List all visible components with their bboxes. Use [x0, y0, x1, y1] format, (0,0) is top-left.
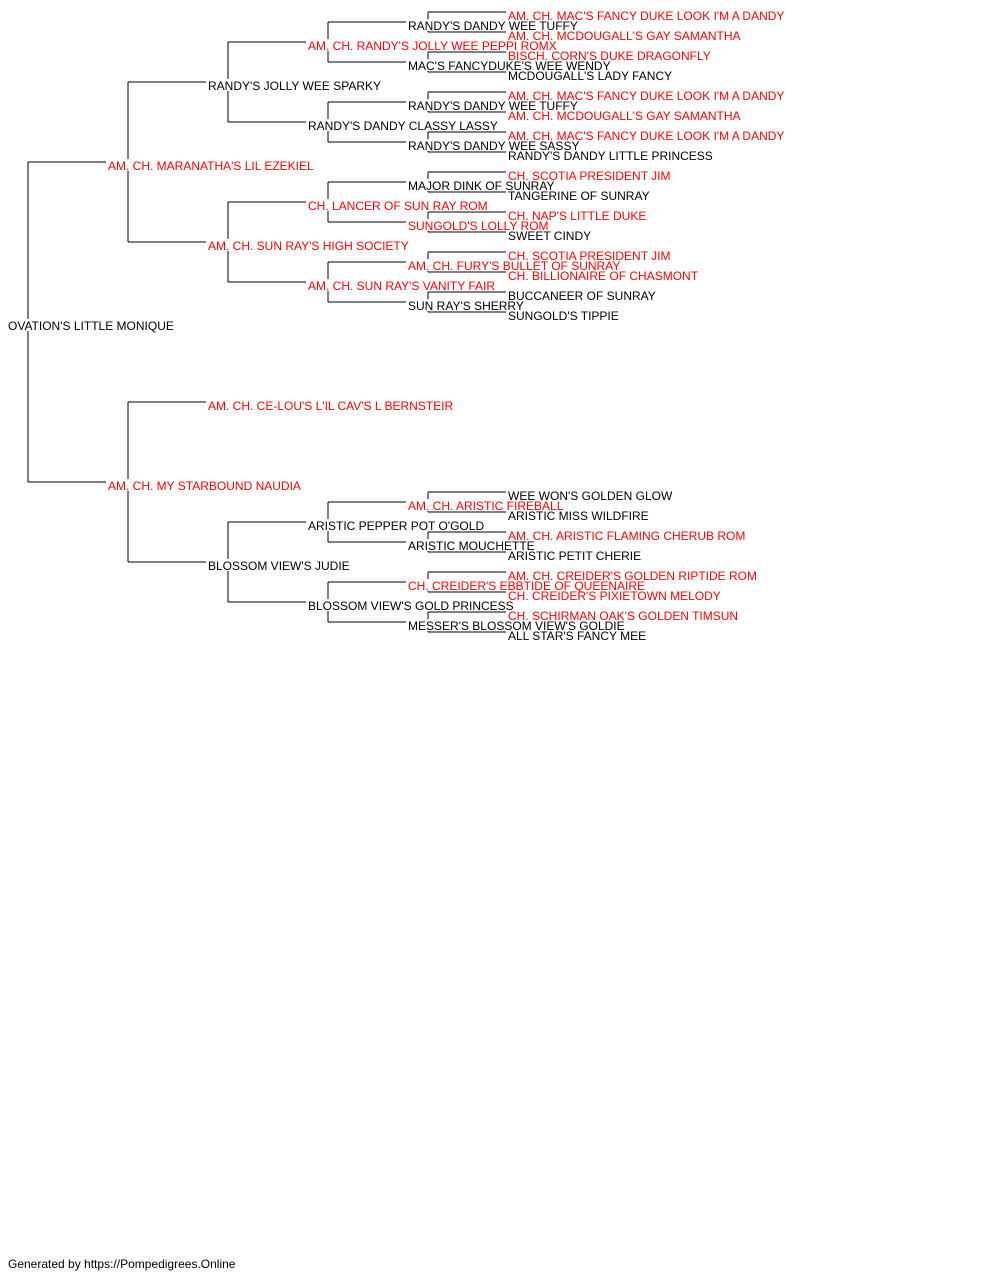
ancestor-name: SUN RAY'S SHERRY — [408, 299, 524, 313]
ancestor-name: RANDY'S DANDY WEE TUFFY — [408, 19, 578, 33]
ancestor-name: AM. CH. MARANATHA'S LIL EZEKIEL — [108, 159, 314, 173]
ancestor-name: CH. SCHIRMAN OAK'S GOLDEN TIMSUN — [508, 609, 738, 623]
ancestor-name: AM. CH. MCDOUGALL'S GAY SAMANTHA — [508, 109, 741, 123]
ancestor-name: MCDOUGALL'S LADY FANCY — [508, 69, 672, 83]
ancestor-name: SUNGOLD'S TIPPIE — [508, 309, 619, 323]
ancestor-name: RANDY'S JOLLY WEE SPARKY — [208, 79, 381, 93]
ancestor-name: WEE WON'S GOLDEN GLOW — [508, 489, 673, 503]
ancestor-name: SUNGOLD'S LOLLY ROM — [408, 219, 549, 233]
ancestor-name: ARISTIC MISS WILDFIRE — [508, 509, 649, 523]
ancestor-name: RANDY'S DANDY CLASSY LASSY — [308, 119, 498, 133]
ancestor-name: ARISTIC MOUCHETTE — [408, 539, 535, 553]
ancestor-name: AM. CH. ARISTIC FLAMING CHERUB ROM — [508, 529, 745, 543]
ancestor-name: AM. CH. SUN RAY'S VANITY FAIR — [308, 279, 495, 293]
connector-lines — [27, 11, 506, 633]
ancestor-name: AM. CH. CREIDER'S GOLDEN RIPTIDE ROM — [508, 569, 757, 583]
ancestor-name: CH. BILLIONAIRE OF CHASMONT — [508, 269, 699, 283]
pedigree-names: OVATION'S LITTLE MONIQUE AM. CH. MARANATH… — [8, 9, 784, 643]
ancestor-name: AM. CH. RANDY'S JOLLY WEE PEPPI ROMX — [308, 39, 557, 53]
ancestor-name: AM. CH. CE-LOU'S L'IL CAV'S L BERNSTEIR — [208, 399, 453, 413]
ancestor-name: CH. SCOTIA PRESIDENT JIM — [508, 249, 670, 263]
ancestor-name: MAC'S FANCYDUKE'S WEE WENDY — [408, 59, 611, 73]
ancestor-name: BLOSSOM VIEW'S GOLD PRINCESS — [308, 599, 514, 613]
ancestor-name: CH. LANCER OF SUN RAY ROM — [308, 199, 488, 213]
ancestor-name: AM. CH. MAC'S FANCY DUKE LOOK I'M A DAND… — [508, 89, 784, 103]
ancestor-name: BUCCANEER OF SUNRAY — [508, 289, 656, 303]
ancestor-name: BLOSSOM VIEW'S JUDIE — [208, 559, 350, 573]
ancestor-name: ARISTIC PETIT CHERIE — [508, 549, 641, 563]
ancestor-name: RANDY'S DANDY WEE TUFFY — [408, 99, 578, 113]
ancestor-name: AM. CH. MAC'S FANCY DUKE LOOK I'M A DAND… — [508, 129, 784, 143]
ancestor-name: ALL STAR'S FANCY MEE — [508, 629, 646, 643]
ancestor-name: CH. SCOTIA PRESIDENT JIM — [508, 169, 670, 183]
ancestor-name: AM. CH. ARISTIC FIREBALL — [408, 499, 564, 513]
ancestor-name: AM. CH. MAC'S FANCY DUKE LOOK I'M A DAND… — [508, 9, 784, 23]
ancestor-name: AM. CH. MY STARBOUND NAUDIA — [108, 479, 301, 493]
ancestor-name: MAJOR DINK OF SUNRAY — [408, 179, 554, 193]
ancestor-name: CH. CREIDER'S PIXIETOWN MELODY — [508, 589, 721, 603]
ancestor-name: RANDY'S DANDY WEE SASSY — [408, 139, 579, 153]
ancestor-name: AM. CH. SUN RAY'S HIGH SOCIETY — [208, 239, 409, 253]
subject-dog-name: OVATION'S LITTLE MONIQUE — [8, 319, 174, 333]
ancestor-name: CH. CREIDER'S EBBTIDE OF QUEENAIRE — [408, 579, 645, 593]
ancestor-name: BISCH. CORN'S DUKE DRAGONFLY — [508, 49, 711, 63]
ancestor-name: SWEET CINDY — [508, 229, 591, 243]
ancestor-name: RANDY'S DANDY LITTLE PRINCESS — [508, 149, 713, 163]
ancestor-name: AM. CH. MCDOUGALL'S GAY SAMANTHA — [508, 29, 741, 43]
ancestor-name: MESSER'S BLOSSOM VIEW'S GOLDIE — [408, 619, 625, 633]
ancestor-name: AM. CH. FURY'S BULLET OF SUNRAY — [408, 259, 620, 273]
ancestor-name: CH. NAP'S LITTLE DUKE — [508, 209, 646, 223]
ancestor-name: TANGERINE OF SUNRAY — [508, 189, 650, 203]
generated-by-footer: Generated by https://Pompedigrees.Online — [8, 1257, 236, 1271]
ancestor-name: ARISTIC PEPPER POT O'GOLD — [308, 519, 484, 533]
